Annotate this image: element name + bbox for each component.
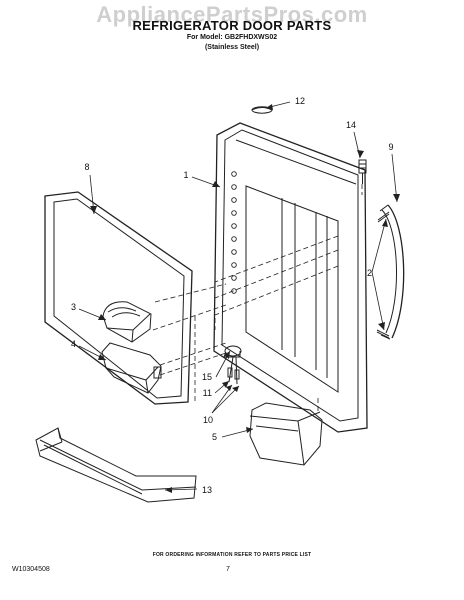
- callout-leaders: [78, 101, 398, 491]
- bracket-screws: [227, 356, 240, 385]
- leader-arrowheads: [90, 104, 400, 493]
- callout-14: 14: [346, 120, 356, 130]
- dairy-bin: [101, 342, 162, 394]
- screw: [358, 159, 367, 184]
- callout-1: 1: [183, 170, 188, 180]
- document-id: W10304508: [12, 566, 50, 573]
- callout-11: 11: [203, 388, 212, 398]
- door-gasket: [44, 191, 193, 405]
- callout-5: 5: [212, 432, 217, 442]
- liner-bin-supports: [231, 171, 237, 294]
- door-handle: [379, 204, 405, 340]
- callout-12: 12: [295, 96, 305, 106]
- callout-2: 2: [367, 268, 372, 278]
- callout-9: 9: [388, 142, 393, 152]
- callout-3: 3: [71, 302, 76, 312]
- finish-line: (Stainless Steel): [204, 44, 260, 51]
- alignment-lines: [152, 184, 363, 412]
- door-shelf-bin: [249, 402, 323, 466]
- callout-labels: 12 14 9 1 8 2 3 4 15 11 10 5 13: [71, 96, 394, 495]
- watermark-text: AppliancePartsPros.com: [96, 2, 368, 27]
- model-line: For Model: GB2FHDXWS02: [186, 34, 278, 41]
- handle-screws: [376, 211, 390, 339]
- callout-4: 4: [71, 339, 76, 349]
- page-number: 7: [226, 566, 230, 573]
- callout-8: 8: [84, 162, 89, 172]
- page-title: REFRIGERATOR DOOR PARTS: [132, 18, 332, 33]
- callout-13: 13: [202, 485, 212, 495]
- door-liner: [213, 122, 368, 433]
- callout-15: 15: [202, 372, 212, 382]
- ordering-note: FOR ORDERING INFORMATION REFER TO PARTS …: [152, 552, 312, 558]
- lower-door-bin: [35, 427, 197, 503]
- callout-10: 10: [203, 415, 213, 425]
- door-cap-trim: [251, 106, 273, 114]
- dairy-door-cover: [102, 301, 152, 343]
